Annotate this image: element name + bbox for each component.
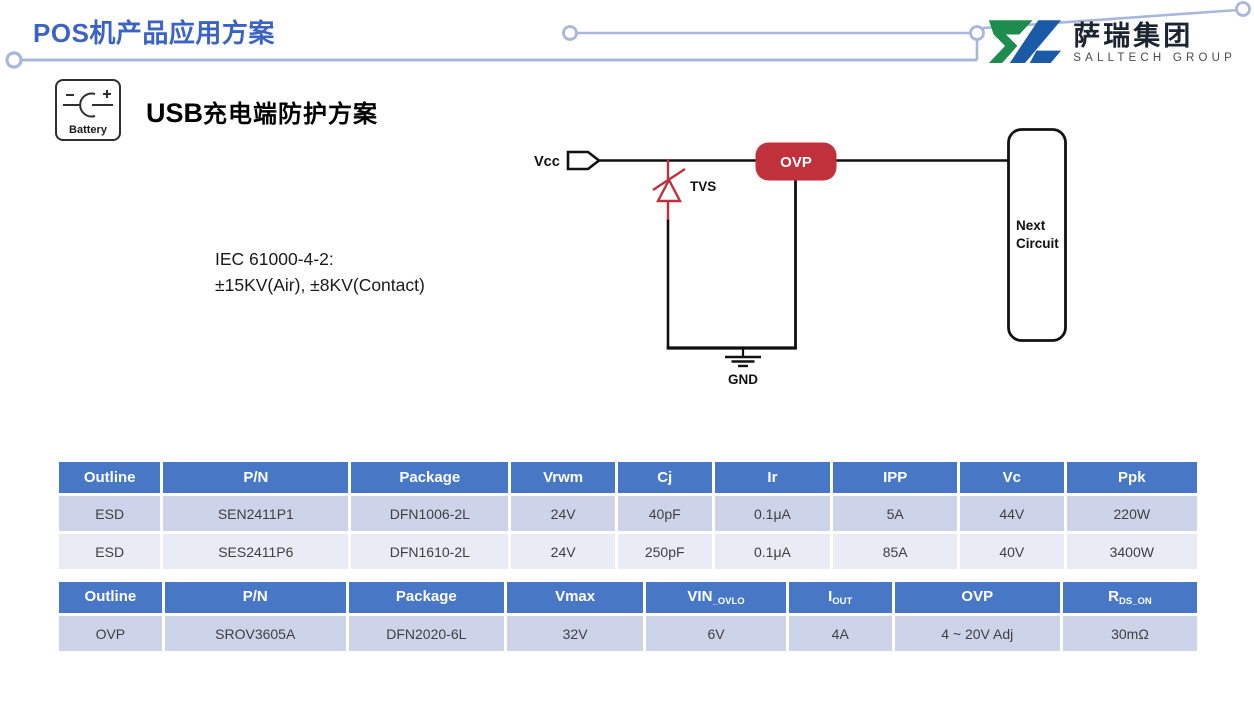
decorative-lines xyxy=(5,1,1251,69)
table-header-row: Outline P/N Package Vmax VIN_OVLO IOUT O… xyxy=(59,582,1197,613)
table-cell: 5A xyxy=(833,496,957,531)
table-header-row: Outline P/N Package Vrwm Cj Ir IPP Vc Pp… xyxy=(59,462,1197,493)
next-circuit-label-line1: Next xyxy=(1016,218,1046,233)
table-cell: 250pF xyxy=(617,534,712,569)
column-header: Package xyxy=(351,462,509,493)
column-header: Vmax xyxy=(506,582,644,613)
table-cell: 220W xyxy=(1066,496,1197,531)
gnd-label: GND xyxy=(728,372,758,387)
logo-en-name: SALLTECH GROUP xyxy=(1073,52,1236,65)
table-cell: 44V xyxy=(959,496,1064,531)
table-cell: ESD xyxy=(59,534,161,569)
page-title: POS机产品应用方案 xyxy=(33,18,275,48)
table-cell: 30mΩ xyxy=(1062,616,1197,651)
table-cell: 24V xyxy=(511,496,615,531)
table-cell: 6V xyxy=(646,616,786,651)
column-header: RDS_ON xyxy=(1062,582,1197,613)
company-logo: 萨瑞集团 SALLTECH GROUP xyxy=(987,18,1236,68)
table-cell: 40pF xyxy=(617,496,712,531)
table-cell: 40V xyxy=(959,534,1064,569)
logo-mark-icon xyxy=(989,20,1062,63)
table-cell: 4A xyxy=(788,616,892,651)
column-header: Ir xyxy=(714,462,831,493)
iec-note-line1: IEC 61000-4-2: xyxy=(215,249,334,269)
iec-note: IEC 61000-4-2: ±15KV(Air), ±8KV(Contact) xyxy=(215,246,425,299)
table-cell: 0.1μA xyxy=(714,534,831,569)
table-cell: 3400W xyxy=(1066,534,1197,569)
column-header: Outline xyxy=(59,462,161,493)
column-header: P/N xyxy=(164,582,346,613)
column-header: IPP xyxy=(833,462,957,493)
table-row: ESD SEN2411P1 DFN1006-2L 24V 40pF 0.1μA … xyxy=(59,496,1197,531)
ovp-part-table: Outline P/N Package Vmax VIN_OVLO IOUT O… xyxy=(56,579,1200,654)
table-cell: DFN2020-6L xyxy=(348,616,504,651)
table-cell: ESD xyxy=(59,496,161,531)
table-row: OVP SROV3605A DFN2020-6L 32V 6V 4A 4 ~ 2… xyxy=(59,616,1197,651)
esd-parts-table: Outline P/N Package Vrwm Cj Ir IPP Vc Pp… xyxy=(56,459,1200,572)
section-heading: USB充电端防护方案 xyxy=(146,94,378,129)
section-heading-latin: USB xyxy=(146,98,204,128)
column-header: Package xyxy=(348,582,504,613)
circuit-diagram: Vcc TVS OVP GND Next Circuit xyxy=(534,128,1067,387)
next-circuit-block xyxy=(1007,128,1067,342)
vcc-label: Vcc xyxy=(534,154,560,170)
column-header: P/N xyxy=(163,462,349,493)
ovp-label: OVP xyxy=(780,154,812,171)
battery-icon-box: Battery xyxy=(55,79,121,141)
tvs-diode-triangle-icon xyxy=(656,177,682,203)
table-cell: DFN1006-2L xyxy=(351,496,509,531)
section-heading-cn: 充电端防护方案 xyxy=(203,101,379,128)
logo-text: 萨瑞集团 SALLTECH GROUP xyxy=(1073,20,1236,65)
column-header: VIN_OVLO xyxy=(646,582,786,613)
column-header: Vc xyxy=(959,462,1064,493)
table-cell: 85A xyxy=(833,534,957,569)
column-header: Vrwm xyxy=(511,462,615,493)
tvs-zener-bar-icon xyxy=(652,168,686,191)
next-circuit-label-line2: Circuit xyxy=(1016,236,1059,251)
table-cell: 4 ~ 20V Adj xyxy=(894,616,1060,651)
table-cell: 24V xyxy=(511,534,615,569)
column-header: IOUT xyxy=(788,582,892,613)
tvs-label: TVS xyxy=(690,179,716,194)
column-header: Cj xyxy=(617,462,712,493)
battery-label: Battery xyxy=(69,124,107,136)
table-cell: 32V xyxy=(506,616,644,651)
table-cell: SROV3605A xyxy=(164,616,346,651)
column-header: Ppk xyxy=(1066,462,1197,493)
table-cell: DFN1610-2L xyxy=(351,534,509,569)
table-cell: SEN2411P1 xyxy=(163,496,349,531)
logo-cn-name: 萨瑞集团 xyxy=(1073,20,1194,51)
table-cell: SES2411P6 xyxy=(163,534,349,569)
table-cell: OVP xyxy=(59,616,162,651)
iec-note-line2: ±15KV(Air), ±8KV(Contact) xyxy=(215,275,425,296)
column-header: Outline xyxy=(59,582,162,613)
ovp-block xyxy=(755,142,837,181)
vcc-connector-icon xyxy=(566,150,602,171)
column-header: OVP xyxy=(894,582,1060,613)
table-cell: 0.1μA xyxy=(714,496,831,531)
battery-symbol-icon xyxy=(63,90,113,118)
table-row: ESD SES2411P6 DFN1610-2L 24V 250pF 0.1μA… xyxy=(59,534,1197,569)
